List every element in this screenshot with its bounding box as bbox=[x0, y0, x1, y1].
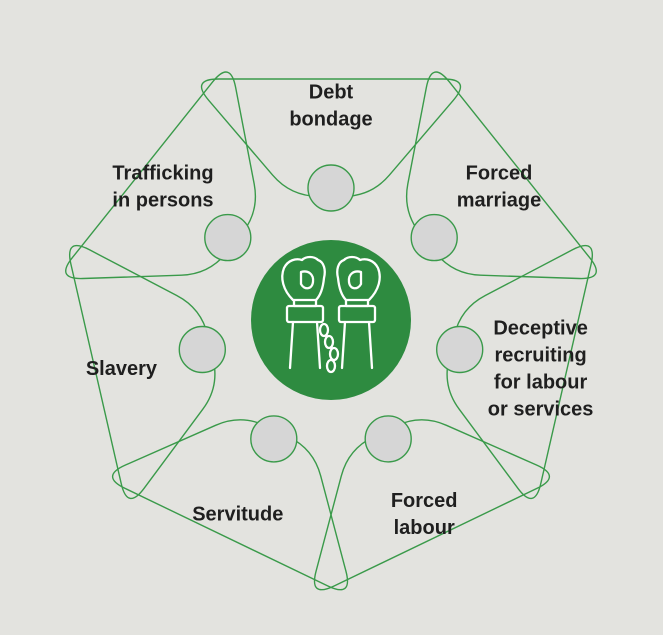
petal-trafficking-in-persons: Trafficking in persons bbox=[65, 71, 257, 280]
petal-servitude: Servitude bbox=[111, 419, 349, 591]
petal-label: Forced labour bbox=[391, 490, 458, 539]
petal-label-line: labour bbox=[394, 517, 455, 539]
petal-label: Debt bondage bbox=[289, 82, 372, 131]
petal-label: Servitude bbox=[192, 504, 283, 526]
petal-label-line: for labour bbox=[494, 372, 588, 394]
petal-outline bbox=[405, 71, 597, 280]
connector-circle bbox=[436, 325, 484, 374]
connector-circle bbox=[307, 164, 355, 212]
petal-debt-bondage: Debt bondage bbox=[200, 78, 462, 198]
petal-forced-labour: Forced labour bbox=[313, 419, 551, 591]
petal-label-line: or services bbox=[488, 399, 594, 421]
petal-outline bbox=[69, 245, 216, 500]
connector-circle bbox=[250, 415, 298, 463]
petal-label-line: recruiting bbox=[494, 345, 586, 367]
connector-circle bbox=[178, 325, 227, 374]
petal-slavery: Slavery bbox=[69, 245, 216, 500]
center-circle bbox=[251, 240, 411, 400]
petal-outline bbox=[446, 245, 593, 500]
petal-outline bbox=[313, 419, 551, 591]
petal-label: Trafficking in persons bbox=[112, 162, 213, 211]
petal-outline bbox=[65, 71, 257, 280]
connector-circle bbox=[364, 415, 412, 463]
petal-label-line: bondage bbox=[289, 109, 372, 131]
chained-hands-icon bbox=[281, 255, 381, 374]
connector-circle bbox=[410, 213, 458, 262]
petal-forced-marriage: Forced marriage bbox=[405, 71, 597, 280]
petal-outline bbox=[200, 78, 462, 198]
petal-label-line: Slavery bbox=[86, 358, 158, 380]
petal-label-line: marriage bbox=[457, 189, 542, 211]
petal-label-line: Trafficking bbox=[112, 162, 213, 184]
petal-label-line: Servitude bbox=[192, 504, 283, 526]
petal-deceptive-recruiting: Deceptive recruiting for labour or services bbox=[446, 245, 594, 500]
connector-circle bbox=[204, 213, 252, 262]
petal-label-line: in persons bbox=[112, 189, 213, 211]
petal-label: Forced marriage bbox=[457, 162, 542, 211]
petal-outline bbox=[111, 419, 349, 591]
petal-label: Slavery bbox=[86, 358, 158, 380]
petal-label-line: Forced bbox=[466, 162, 533, 184]
petal-label: Deceptive recruiting for labour or services bbox=[488, 318, 594, 421]
petal-label-line: Deceptive bbox=[493, 318, 588, 340]
petal-label-line: Debt bbox=[309, 82, 354, 104]
connector-layer bbox=[178, 164, 484, 463]
petal-label-line: Forced bbox=[391, 490, 458, 512]
